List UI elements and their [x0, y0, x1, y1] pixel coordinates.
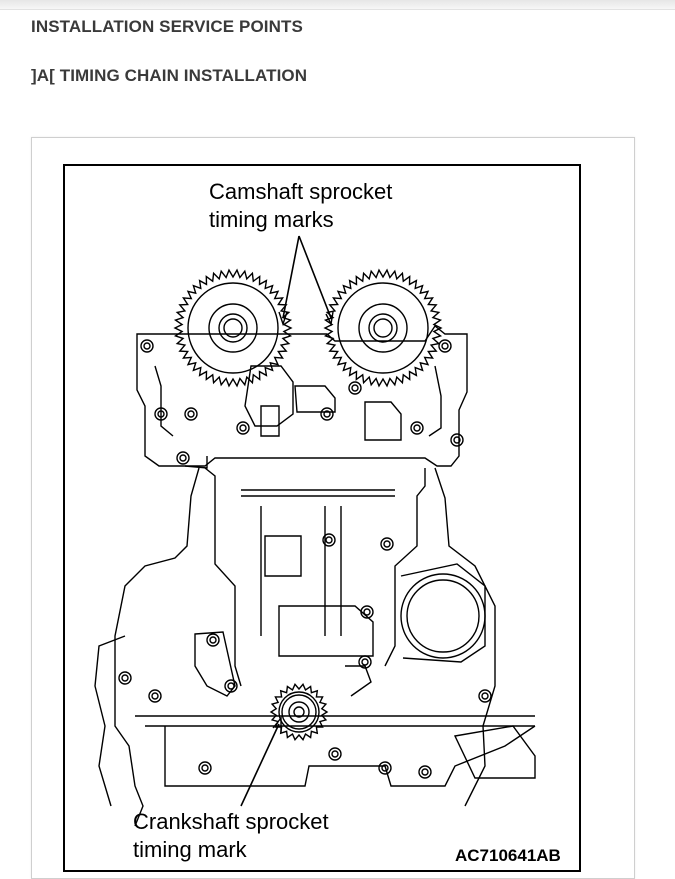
- bolt-12: [360, 605, 374, 619]
- bolt-15: [358, 655, 372, 669]
- bolt-19: [378, 761, 392, 775]
- engine-timing-diagram: Camshaft sprocket timing marks Crankshaf…: [63, 164, 581, 872]
- bolt-17: [148, 689, 162, 703]
- bolt-8: [438, 339, 452, 353]
- bolt-20: [418, 765, 432, 779]
- bolt-1: [154, 407, 168, 421]
- crankshaft-sprocket: [269, 683, 329, 741]
- bolt-6: [410, 421, 424, 435]
- exhaust-camshaft-sprocket: [323, 268, 443, 388]
- bolt-4: [320, 407, 334, 421]
- bolt-22: [328, 747, 342, 761]
- bolt-5: [348, 381, 362, 395]
- crankshaft-callout-line1: Crankshaft sprocket: [133, 809, 329, 834]
- bolt-2: [184, 407, 198, 421]
- bolt-0: [140, 339, 154, 353]
- bolt-13: [206, 633, 220, 647]
- bolt-14: [224, 679, 238, 693]
- bolt-7: [450, 433, 464, 447]
- bolt-21: [198, 761, 212, 775]
- engine-line-art: [94, 235, 536, 827]
- bolt-18: [478, 689, 492, 703]
- section-title: INSTALLATION SERVICE POINTS: [31, 17, 303, 36]
- bolt-11: [380, 537, 394, 551]
- camshaft-callout-line2: timing marks: [209, 207, 334, 232]
- figure-id: AC710641AB: [455, 846, 561, 865]
- bolt-16: [118, 671, 132, 685]
- intake-camshaft-sprocket: [173, 268, 293, 388]
- camshaft-callout-line1: Camshaft sprocket: [209, 179, 393, 204]
- bolt-10: [322, 533, 336, 547]
- step-title: ]A[ TIMING CHAIN INSTALLATION: [31, 66, 308, 85]
- bolt-9: [176, 451, 190, 465]
- crankshaft-callout-line2: timing mark: [133, 837, 247, 862]
- bolt-3: [236, 421, 250, 435]
- top-shadow-bar: [0, 0, 675, 10]
